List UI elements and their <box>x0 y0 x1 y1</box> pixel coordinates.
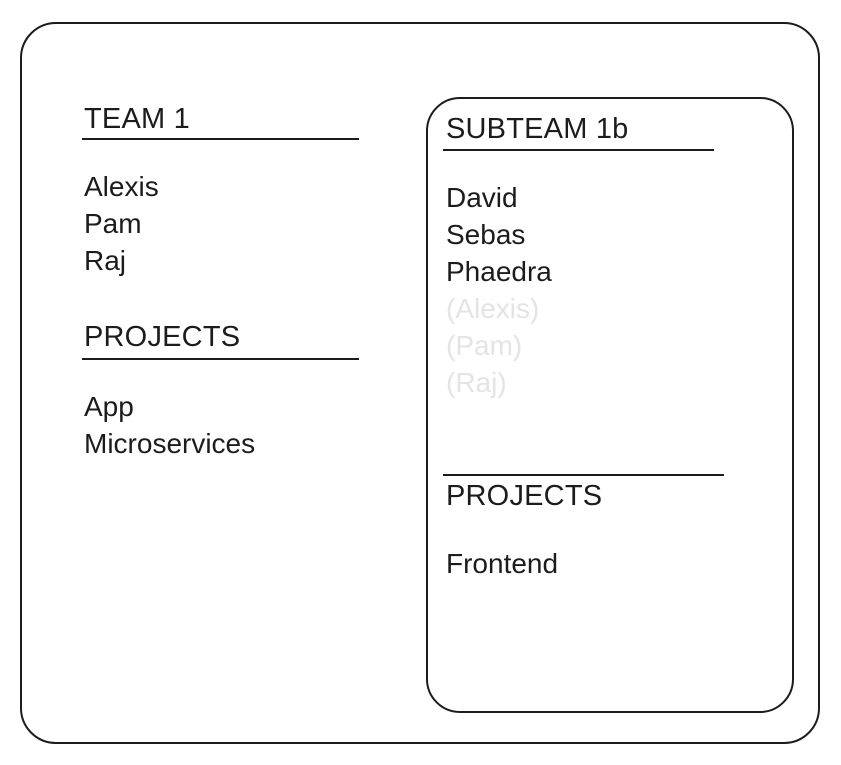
subteam-projects-title: PROJECTS <box>446 480 603 512</box>
list-item-inherited: (Raj) <box>446 367 507 398</box>
team-title-underline <box>82 138 359 140</box>
list-item: Alexis <box>84 171 159 202</box>
subteam-project-list: Frontend <box>446 545 558 582</box>
subteam-member-list: David Sebas Phaedra (Alexis) (Pam) (Raj) <box>446 179 552 401</box>
team-projects-underline <box>82 358 359 360</box>
team-title: TEAM 1 <box>84 103 190 135</box>
subteam-projects-overline <box>443 474 724 476</box>
list-item: Frontend <box>446 548 559 579</box>
team-projects-title: PROJECTS <box>84 321 241 353</box>
list-item: David <box>446 182 518 213</box>
list-item: Phaedra <box>446 256 552 287</box>
list-item: Microservices <box>84 428 256 459</box>
list-item: Sebas <box>446 219 526 250</box>
subteam-title: SUBTEAM 1b <box>446 113 629 145</box>
list-item: Raj <box>84 245 127 276</box>
team-project-list: App Microservices <box>84 388 255 462</box>
team-container: TEAM 1 Alexis Pam Raj PROJECTS App Micro… <box>20 22 820 744</box>
list-item-inherited: (Alexis) <box>446 293 540 324</box>
subteam-title-underline <box>443 149 714 151</box>
list-item-inherited: (Pam) <box>446 330 523 361</box>
list-item: Pam <box>84 208 142 239</box>
subteam-container <box>426 97 794 713</box>
team-member-list: Alexis Pam Raj <box>84 168 159 279</box>
list-item: App <box>84 391 134 422</box>
